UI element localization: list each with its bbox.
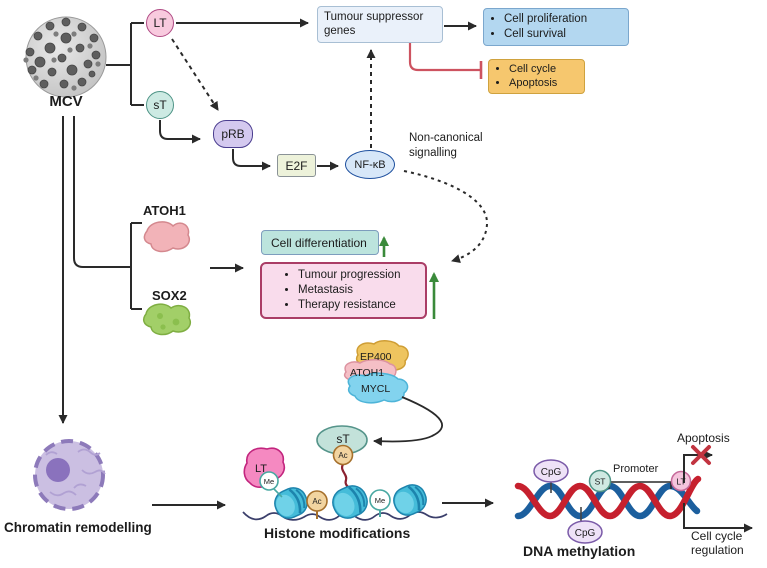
atoh1-complex-label: ATOH1 bbox=[350, 367, 385, 379]
mcv-label: MCV bbox=[49, 93, 83, 110]
me-free-group bbox=[369, 489, 391, 517]
dna-strand-red bbox=[514, 475, 702, 520]
atoh1-label: ATOH1 bbox=[143, 203, 186, 218]
me-free-label: Me bbox=[375, 496, 385, 505]
atoh1-protein-blob bbox=[143, 221, 190, 253]
progression-item: Metastasis bbox=[298, 283, 421, 298]
ac-free-label: Ac bbox=[312, 497, 321, 506]
ep400-atoh1-mycl-complex bbox=[343, 340, 409, 404]
lt-to-prb-dashed-arrow bbox=[171, 38, 219, 111]
me-stalk-to-nucleosome bbox=[272, 487, 283, 498]
nucleosome bbox=[393, 484, 427, 516]
st-dna-label: ST bbox=[595, 477, 606, 487]
lt-dna-label: LT bbox=[676, 477, 685, 487]
cell-cycle-branch-arrow bbox=[683, 503, 753, 533]
me-on-lt-icon bbox=[259, 471, 279, 491]
mcv-virus-icon bbox=[23, 16, 107, 98]
tumour-suppressor-genes-box: Tumour suppressor genes bbox=[317, 6, 443, 43]
cell-cycle-regulation-label: Cell cycle regulation bbox=[691, 529, 744, 557]
ac-free-group bbox=[306, 490, 328, 519]
cell-cycle-item: Cell cycle bbox=[509, 62, 580, 76]
apoptosis-label: Apoptosis bbox=[677, 431, 730, 445]
lt-histone-label: LT bbox=[255, 463, 267, 475]
sox2-label: SOX2 bbox=[152, 288, 187, 303]
cell-cycle-item: Apoptosis bbox=[509, 76, 580, 90]
st-histone-group bbox=[316, 425, 368, 492]
tsg-inhibition-line bbox=[408, 41, 483, 79]
progression-item: Tumour progression bbox=[298, 268, 421, 283]
cpg-bottom-group bbox=[567, 507, 603, 544]
mcv-to-tf-line bbox=[73, 116, 130, 268]
cpg-top-label: CpG bbox=[541, 467, 562, 478]
non-canonical-signalling-label: Non-canonical signalling bbox=[409, 132, 483, 159]
ac-on-st-icon bbox=[332, 444, 354, 466]
e2f-node: E2F bbox=[277, 154, 316, 177]
complex-to-st-curved-arrow bbox=[373, 396, 443, 446]
nucleosome bbox=[332, 485, 368, 519]
non-canonical-dashed-arrow bbox=[403, 170, 489, 264]
nucleosome bbox=[274, 487, 308, 519]
prb-to-e2f-arrow bbox=[232, 149, 271, 171]
proliferation-item: Cell proliferation bbox=[504, 12, 624, 27]
lt-histone-group bbox=[243, 447, 286, 498]
histone-modifications-title: Histone modifications bbox=[264, 525, 411, 541]
progression-item: Therapy resistance bbox=[298, 298, 421, 313]
dna-methylation-title: DNA methylation bbox=[523, 543, 636, 559]
cpg-top-group bbox=[533, 459, 569, 493]
st-node: sT bbox=[146, 91, 174, 119]
promoter-label: Promoter bbox=[613, 463, 659, 475]
st-to-prb-arrow bbox=[159, 120, 201, 144]
sox2-protein-blob bbox=[142, 303, 191, 336]
cell-proliferation-box: Cell proliferation Cell survival bbox=[483, 8, 629, 46]
lt-node: LT bbox=[146, 9, 174, 37]
cell-cycle-apoptosis-box: Cell cycle Apoptosis bbox=[488, 59, 585, 94]
cpg-bottom-label: CpG bbox=[575, 528, 596, 539]
st-dna-icon bbox=[588, 469, 612, 493]
mycl-blob bbox=[347, 372, 409, 404]
proliferation-item: Cell survival bbox=[504, 27, 624, 42]
mycl-label: MYCL bbox=[361, 383, 391, 395]
cell-differentiation-box: Cell differentiation bbox=[261, 230, 379, 255]
chromatin-cell-icon bbox=[33, 439, 106, 511]
tumour-progression-box: Tumour progression Metastasis Therapy re… bbox=[260, 262, 427, 319]
lt-dna-icon bbox=[670, 470, 692, 492]
chromatin-remodelling-title: Chromatin remodelling bbox=[4, 520, 152, 535]
ac-on-st-label: Ac bbox=[338, 451, 347, 460]
st-histone-label: sT bbox=[336, 432, 350, 446]
ep400-label: EP400 bbox=[360, 351, 392, 363]
nfkb-node: NF-κB bbox=[345, 150, 395, 179]
me-on-lt-label: Me bbox=[264, 477, 274, 486]
blocked-x-icon bbox=[691, 445, 711, 465]
prb-node: pRB bbox=[213, 120, 253, 148]
